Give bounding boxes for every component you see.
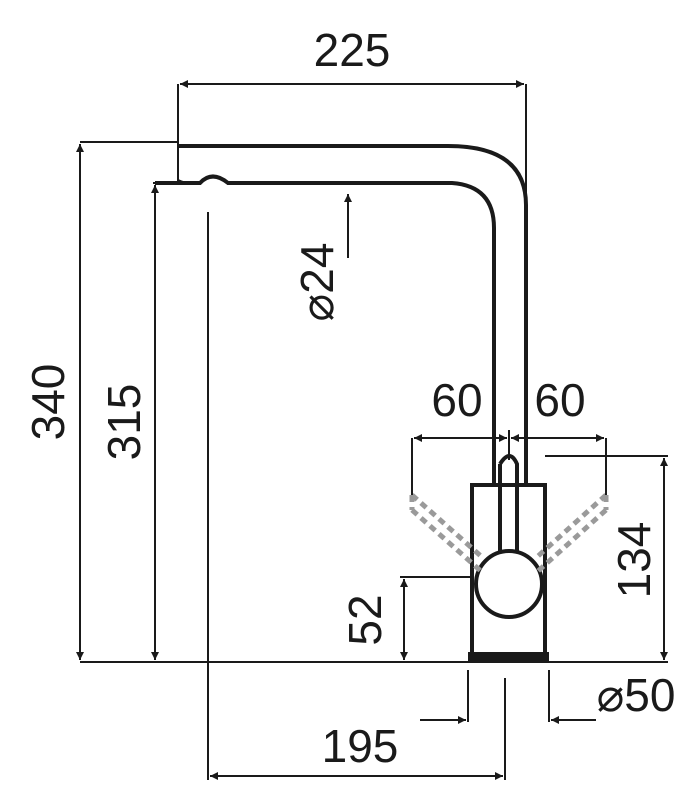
handle-swing-dashed: [409, 493, 609, 574]
dimension-lines: [76, 80, 668, 780]
dim-base-to-spout: 195: [322, 720, 399, 772]
dim-spout-diameter: ⌀24: [291, 243, 343, 322]
dim-total-height: 340: [22, 364, 74, 441]
dim-spout-height: 315: [98, 384, 150, 461]
dim-spout-reach: 225: [314, 24, 391, 76]
dim-handle-height: 134: [608, 522, 660, 599]
dim-lever-height: 52: [339, 594, 391, 645]
dim-handle-left: 60: [431, 374, 482, 426]
dim-base-diameter: ⌀50: [597, 669, 676, 721]
extension-lines: [80, 84, 668, 780]
faucet-outline: [155, 144, 549, 662]
dim-handle-right: 60: [534, 374, 585, 426]
